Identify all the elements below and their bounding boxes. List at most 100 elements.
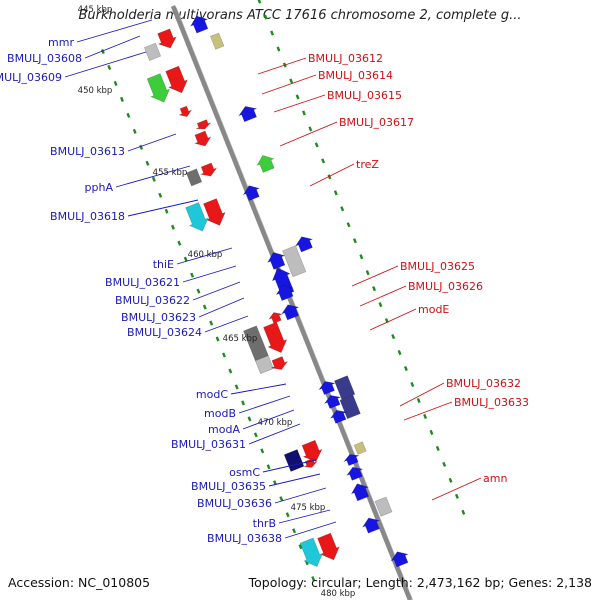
gene-label: BMULJ_03608 (7, 52, 82, 65)
gene-arrow (270, 356, 289, 371)
leader-line (369, 308, 417, 331)
gene-arrow (299, 537, 324, 567)
gene-arrow (323, 395, 342, 409)
tick-mark (234, 384, 239, 390)
tick-mark (100, 48, 105, 55)
leader-line (399, 382, 445, 407)
tick-mark (454, 493, 459, 499)
tick-mark (378, 302, 383, 308)
gene-label: BMULJ_03624 (127, 326, 202, 339)
leader-line (230, 383, 287, 395)
kbp-tick-label: 475 kbp (291, 503, 326, 513)
gene-label: BMULJ_03621 (105, 276, 180, 289)
tick-mark (461, 509, 466, 515)
gene-arrow (146, 73, 171, 103)
gene-label: modB (204, 407, 236, 420)
leader-line (242, 409, 295, 430)
tick-mark (302, 110, 306, 116)
leader-line (261, 74, 317, 95)
gene-arrow (301, 439, 323, 462)
leader-line (359, 285, 407, 307)
gene-arrow (194, 130, 212, 147)
gene-label: BMULJ_03636 (197, 497, 272, 510)
leader-line (192, 281, 241, 301)
leader-line (273, 94, 326, 113)
tick-mark (209, 320, 214, 326)
gene-label: BMULJ_03618 (50, 210, 125, 223)
tick-mark (311, 576, 316, 582)
gene-label: modE (418, 303, 449, 316)
kbp-tick-label: 445 kbp (78, 5, 113, 15)
gene-arrow (203, 198, 226, 226)
gene-label: modA (208, 423, 240, 436)
tick-mark (257, 0, 262, 4)
map-title: Burkholderia multivorans ATCC 17616 chro… (78, 8, 522, 23)
leader-line (309, 163, 355, 187)
gene-arrow (157, 28, 177, 49)
gene-label: pphA (85, 181, 114, 194)
tick-mark (196, 288, 201, 294)
leader-line (84, 35, 141, 59)
gene-box (374, 496, 393, 517)
gene-arrow (361, 517, 381, 534)
gene-label: thiE (153, 258, 174, 271)
tick-mark (292, 528, 297, 534)
tick-mark (416, 397, 421, 404)
gene-arrow (263, 321, 288, 353)
tick-mark (132, 128, 137, 134)
tick-mark (241, 400, 246, 406)
tick-mark (228, 368, 233, 374)
tick-mark (270, 30, 275, 36)
tick-mark (215, 336, 220, 342)
gene-box (353, 441, 367, 455)
leader-line (279, 121, 338, 147)
leader-line (176, 247, 233, 265)
gene-arrow (185, 202, 209, 232)
tick-mark (222, 352, 226, 358)
tick-mark (442, 461, 447, 467)
backbone-line (170, 5, 413, 600)
kbp-tick-label: 455 kbp (153, 168, 188, 178)
gene-label: BMULJ_03631 (171, 438, 246, 451)
tick-mark (279, 496, 284, 502)
gene-label: treZ (356, 158, 379, 171)
gene-arrow (317, 532, 340, 561)
gene-arrow (390, 551, 409, 568)
leader-line (198, 297, 245, 318)
gene-label: BMULJ_03609 (0, 71, 62, 84)
kbp-tick-label: 465 kbp (223, 334, 258, 344)
tick-mark (164, 208, 169, 214)
gene-label: BMULJ_03617 (339, 116, 414, 129)
tick-mark (429, 429, 434, 435)
leader-line (127, 133, 177, 152)
tick-mark (260, 448, 265, 454)
gene-label: BMULJ_03612 (308, 52, 383, 65)
gene-label: mmr (48, 36, 74, 49)
tick-mark (266, 464, 271, 470)
tick-mark (435, 445, 440, 451)
gene-label: BMULJ_03626 (408, 280, 483, 293)
gene-label: BMULJ_03614 (318, 69, 393, 82)
tick-mark (423, 413, 428, 420)
leader-line (248, 423, 301, 445)
tick-mark (295, 94, 300, 100)
leader-line (257, 57, 307, 75)
gene-arrow (350, 483, 370, 502)
leader-line (127, 199, 199, 217)
tick-mark (410, 381, 415, 388)
leader-line (278, 509, 331, 524)
gene-arrow (268, 312, 283, 324)
gene-arrow (199, 162, 218, 177)
tick-mark (145, 160, 150, 166)
gene-label: BMULJ_03635 (191, 480, 266, 493)
tick-mark (113, 80, 118, 86)
leader-line (64, 51, 147, 78)
leader-line (274, 487, 327, 504)
tick-mark (321, 158, 326, 164)
tick-mark (190, 272, 195, 278)
gene-arrow (178, 105, 193, 118)
tick-mark (285, 512, 290, 518)
tick-mark (327, 174, 332, 180)
gene-label: BMULJ_03633 (454, 396, 529, 409)
gene-arrow (267, 251, 286, 270)
